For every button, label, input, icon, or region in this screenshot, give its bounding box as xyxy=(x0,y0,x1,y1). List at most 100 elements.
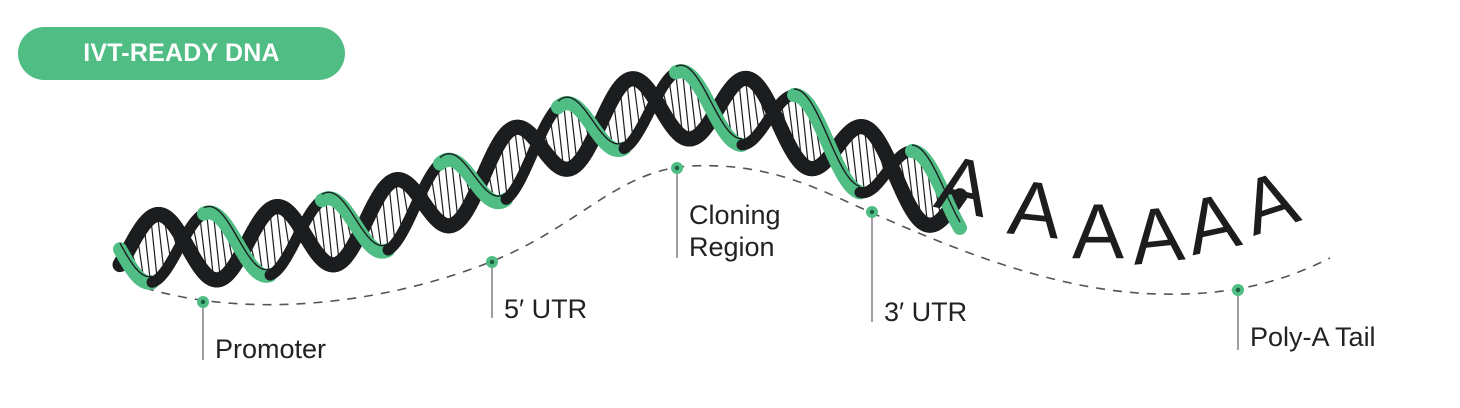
green-strand-edge xyxy=(853,182,857,186)
green-strand-edge xyxy=(915,145,919,148)
label-poly-a-tail: Poly-A Tail xyxy=(1250,322,1376,352)
green-strand-edge xyxy=(711,103,715,108)
green-strand-edge xyxy=(715,110,719,116)
green-strand-edge xyxy=(817,114,821,120)
green-strand-edge xyxy=(561,96,565,100)
base-pair-rung xyxy=(675,75,683,131)
label-promoter: Promoter xyxy=(215,334,326,364)
green-strand-edge xyxy=(585,110,589,115)
base-pair-rung xyxy=(668,79,676,123)
green-strand-edge xyxy=(467,166,471,171)
base-pair-rung xyxy=(857,130,865,189)
base-pair-rung xyxy=(689,82,697,135)
base-pair-rung xyxy=(437,166,445,220)
base-pair-rung xyxy=(150,219,158,278)
green-strand-edge xyxy=(217,209,221,213)
base-pair-rung xyxy=(871,139,879,183)
title-badge-label: IVT-READY DNA xyxy=(83,39,280,67)
green-strand-edge xyxy=(835,154,839,160)
green-strand-edge xyxy=(123,249,127,255)
label-region: Region xyxy=(689,232,775,262)
green-strand-edge xyxy=(925,154,929,159)
green-strand-edge xyxy=(487,191,491,194)
green-strand-edge xyxy=(575,100,579,103)
green-strand-edge xyxy=(855,183,859,187)
green-strand-edge xyxy=(803,93,807,97)
green-strand-edge xyxy=(621,141,625,144)
green-strand-edge xyxy=(363,231,367,235)
marker-dot-center xyxy=(674,165,680,171)
base-pair-rung xyxy=(745,82,753,139)
green-strand-edge xyxy=(843,170,847,174)
base-pair-rung xyxy=(808,114,816,165)
green-strand-edge xyxy=(947,197,951,203)
green-strand-edge xyxy=(569,96,573,99)
green-strand-edge xyxy=(833,150,837,156)
green-strand-edge xyxy=(141,273,145,276)
green-strand-edge xyxy=(235,234,239,239)
dark-strand-segment xyxy=(950,188,968,206)
green-strand-edge xyxy=(371,240,375,244)
green-strand-edge xyxy=(819,119,823,124)
green-strand-edge xyxy=(451,153,455,156)
green-strand-edge xyxy=(253,262,257,266)
green-strand-edge xyxy=(721,121,725,126)
green-strand-edge xyxy=(475,177,479,181)
green-strand-edge xyxy=(921,149,925,153)
green-strand-edge xyxy=(137,270,141,274)
base-pair-rung xyxy=(920,162,928,220)
green-strand-edge xyxy=(809,100,813,105)
green-strand-edge xyxy=(473,174,477,179)
green-strand-edge xyxy=(255,264,259,267)
green-strand-edge xyxy=(245,251,249,256)
green-strand-edge xyxy=(955,214,959,219)
label-3utr: 3′ UTR xyxy=(884,297,967,327)
green-strand-edge xyxy=(699,81,703,86)
green-strand-edge xyxy=(341,199,345,203)
green-strand-edge xyxy=(733,135,737,138)
green-strand-edge xyxy=(335,194,339,197)
green-strand-edge xyxy=(597,127,601,132)
green-strand-edge xyxy=(465,164,469,168)
marker-dot-center xyxy=(489,259,495,265)
green-strand-edge xyxy=(595,124,599,129)
base-pair-rung xyxy=(444,163,452,222)
green-strand-edge xyxy=(471,172,475,176)
green-strand-edge xyxy=(573,98,577,102)
green-strand-edge xyxy=(219,211,223,215)
green-strand-edge xyxy=(383,244,387,247)
green-strand-edge xyxy=(227,221,231,226)
green-strand-edge xyxy=(481,185,485,189)
title-badge: IVT-READY DNA xyxy=(18,27,345,80)
green-strand-edge xyxy=(355,219,359,224)
green-strand-edge xyxy=(727,129,731,133)
green-strand-edge xyxy=(559,97,563,101)
marker-cloning-region: Cloning Region xyxy=(671,162,781,262)
green-strand-edge xyxy=(237,238,241,243)
green-strand-edge xyxy=(813,107,817,112)
green-strand-edge xyxy=(333,192,337,196)
green-strand-edge xyxy=(239,241,243,246)
base-pair-rung xyxy=(626,83,634,140)
green-strand-edge xyxy=(129,259,133,264)
green-strand-edge xyxy=(603,134,607,139)
green-strand-edge xyxy=(489,192,493,195)
green-strand-edge xyxy=(811,103,815,108)
green-strand-edge xyxy=(849,178,853,182)
green-strand-edge xyxy=(359,225,363,230)
marker-dot-center xyxy=(200,299,206,305)
green-strand-edge xyxy=(365,233,369,238)
marker-dot-center xyxy=(1235,287,1241,293)
green-strand-edge xyxy=(133,265,137,269)
green-strand-edge xyxy=(613,142,617,145)
green-strand-edge xyxy=(203,206,207,209)
green-strand-edge xyxy=(459,158,463,162)
green-strand-edge xyxy=(369,238,373,242)
marker-3utr: 3′ UTR xyxy=(866,206,967,327)
label-5utr: 5′ UTR xyxy=(504,294,587,324)
base-pair-rung xyxy=(801,104,809,163)
green-strand-edge xyxy=(375,243,379,246)
base-pair-rung xyxy=(752,87,760,133)
green-strand-edge xyxy=(223,216,227,220)
green-strand-edge xyxy=(367,236,371,240)
